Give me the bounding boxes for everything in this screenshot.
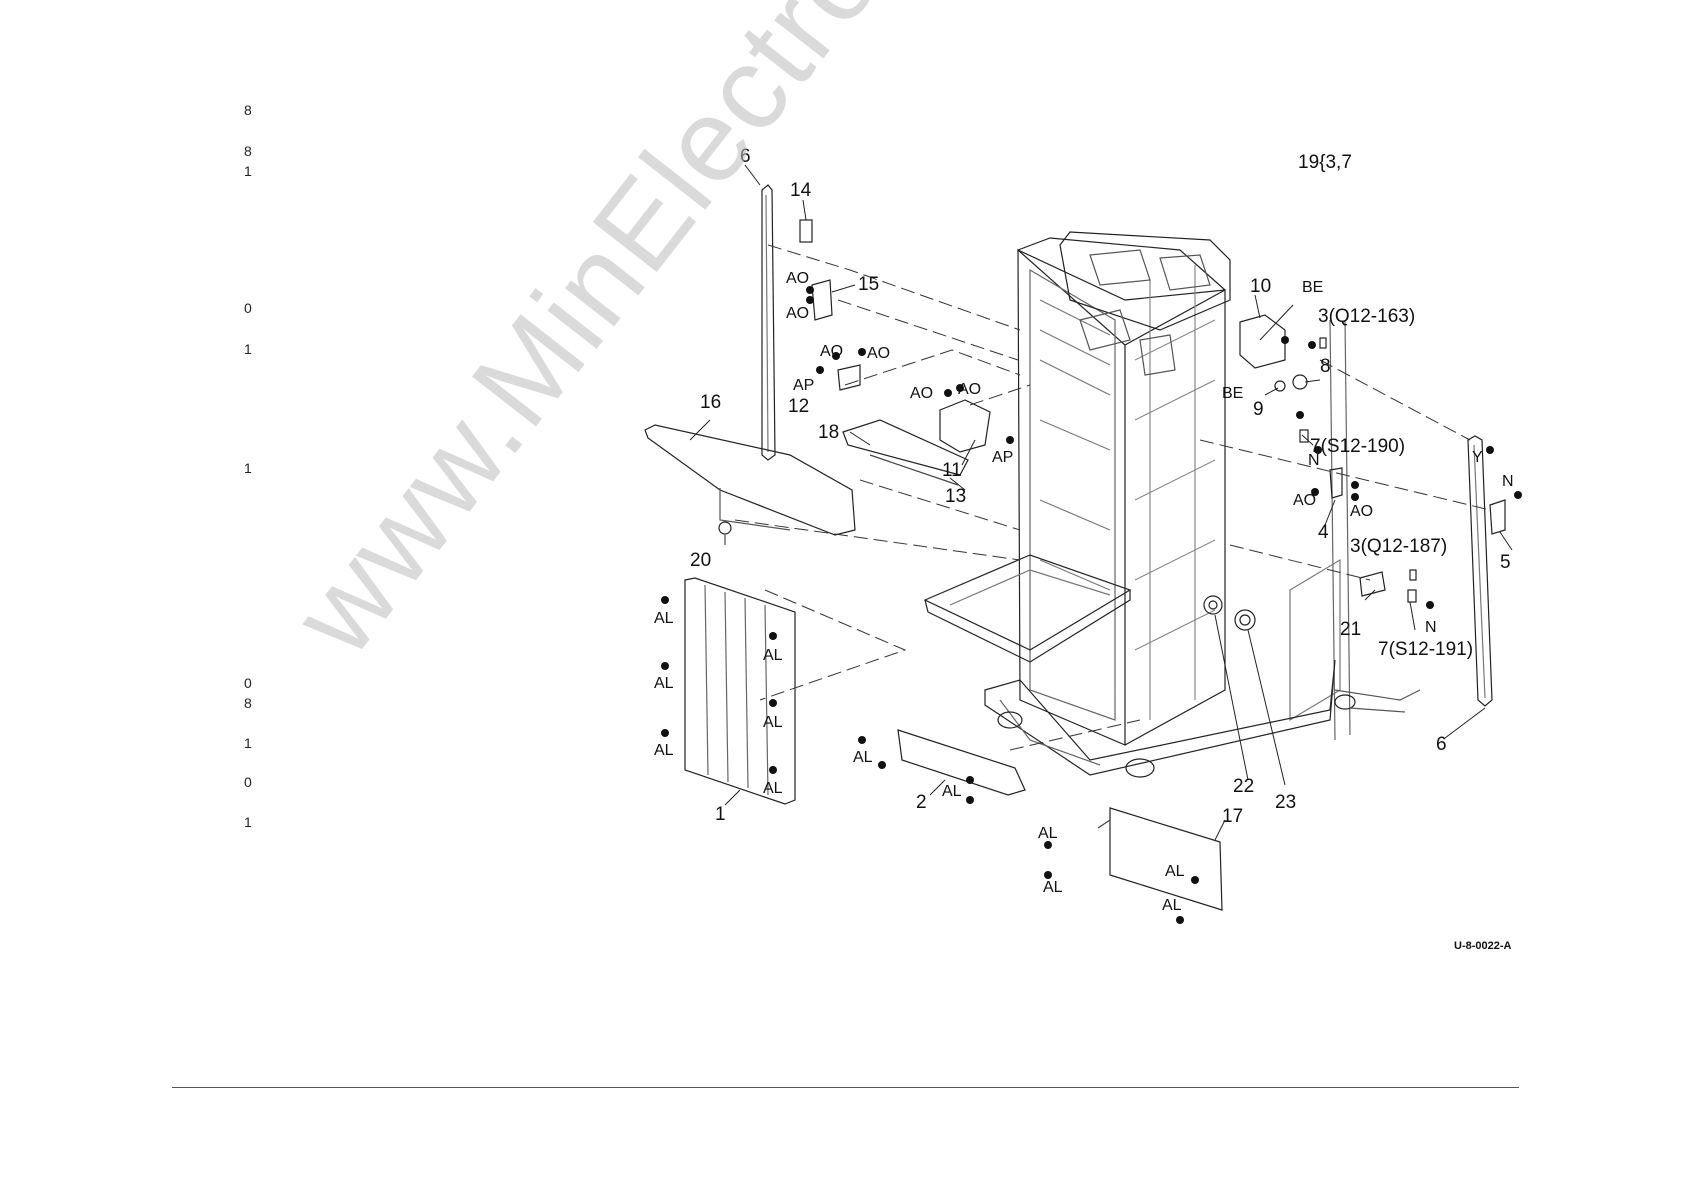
label-part-20: 20 [690,550,711,571]
fastener-AL: AL [1043,879,1063,896]
fastener-AL: AL [654,675,674,692]
fastener-AO: AO [910,385,933,402]
label-part-16: 16 [700,392,721,413]
part-17 [1110,808,1222,910]
part-7-s12-191 [1408,590,1416,602]
part-10 [1240,315,1285,368]
label-part-1: 1 [715,804,726,825]
label-part-4: 4 [1318,522,1329,543]
label-part-7-s12-191: 7(S12-191) [1378,639,1473,660]
label-part-22: 22 [1233,776,1254,797]
part-12 [838,365,860,390]
part-9 [1275,381,1285,391]
fastener-AO: AO [958,381,981,398]
part-5 [1490,500,1505,534]
fastener-AO: AO [1350,503,1373,520]
part-6-rail-left [762,185,775,460]
fastener-AO: AO [867,345,890,362]
fastener-AL: AL [654,742,674,759]
fastener-N: N [1502,473,1514,490]
label-part-7-s12-190: 7(S12-190) [1310,436,1405,457]
fastener-AO: AO [786,305,809,322]
part-3-q12-163 [1320,338,1326,348]
fastener-AL: AL [1165,863,1185,880]
label-part-6-bottom: 6 [1436,734,1447,755]
fastener-AL: AL [942,783,962,800]
label-part-5: 5 [1500,552,1511,573]
label-part-8: 8 [1320,356,1331,377]
fastener-AP: AP [793,377,814,394]
label-part-21: 21 [1340,619,1361,640]
label-part-2: 2 [916,792,927,813]
label-part-10: 10 [1250,276,1271,297]
fastener-AL: AL [763,780,783,797]
part-3-q12-187 [1410,570,1416,580]
fastener-AL: AL [1162,897,1182,914]
fastener-AO: AO [1293,492,1316,509]
part-11 [940,400,990,452]
part-8 [1293,375,1307,389]
label-part-6-top: 6 [740,146,751,167]
label-part-14: 14 [790,180,812,201]
label-part-9: 9 [1253,399,1264,420]
fastener-N: N [1425,619,1437,636]
fastener-AL: AL [1038,825,1058,842]
fastener-BE: BE [1222,385,1243,402]
fastener-labels: AO AO AO AO AP AO AO AP AL AL AL AL AL A… [654,270,1514,914]
part-1-panel [685,578,795,804]
label-part-11: 11 [942,460,962,481]
part-7-s12-190 [1300,430,1308,442]
fastener-dots [661,286,1522,924]
footer-divider [172,1087,1519,1088]
fastener-AL: AL [654,610,674,627]
fastener-N: N [1308,452,1320,469]
fastener-AL: AL [853,749,873,766]
part-20 [719,522,731,534]
label-part-13: 13 [945,486,966,507]
fastener-AL: AL [763,647,783,664]
fastener-AL: AL [763,714,783,731]
part-14 [800,220,812,242]
fastener-BE: BE [1302,279,1323,296]
label-part-23: 23 [1275,792,1296,813]
section-note: 19{3,7 [1298,152,1352,173]
fastener-Y: Y [1472,449,1483,466]
label-part-3-q12-187: 3(Q12-187) [1350,536,1447,557]
part-labels: 6 14 15 16 12 18 11 13 20 1 2 17 10 3(Q1… [690,146,1511,827]
fastener-AO: AO [786,270,809,287]
part-15 [812,280,832,320]
label-part-17: 17 [1222,806,1243,827]
label-part-15: 15 [858,274,879,295]
fastener-AO: AO [820,343,843,360]
document-id: U-8-0022-A [1454,940,1511,952]
label-part-12: 12 [788,396,809,417]
label-part-3-q12-163: 3(Q12-163) [1318,306,1415,327]
label-part-18: 18 [818,422,839,443]
fastener-AP: AP [992,449,1013,466]
